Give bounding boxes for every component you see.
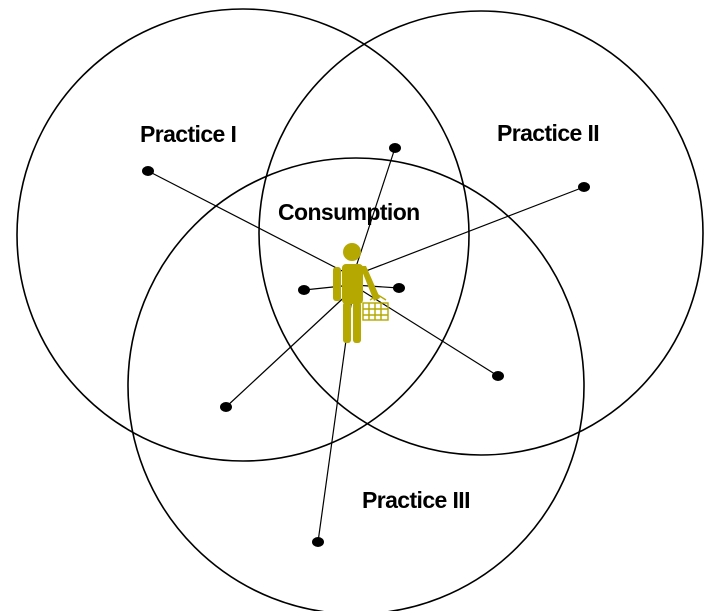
label-practice-1: Practice I (140, 121, 236, 147)
shopper-right-arm (360, 266, 380, 301)
node-bottom (312, 537, 324, 547)
shopper-left-leg (343, 302, 351, 343)
spoke-upper-right (352, 186, 585, 277)
node-upper-left (142, 166, 154, 176)
node-top (389, 143, 401, 153)
shopper-right-leg (353, 302, 361, 343)
practice-1-circle (16, 8, 470, 462)
shopper-torso (342, 264, 363, 304)
spoke-upper-left (147, 170, 353, 277)
node-upper-right (578, 182, 590, 192)
node-lower-left (220, 402, 232, 412)
label-practice-2: Practice II (497, 120, 599, 146)
basket-icon (362, 294, 389, 321)
nodes (142, 143, 590, 547)
practice-3-circle (127, 157, 585, 611)
label-practice-3: Practice III (362, 487, 470, 513)
spokes (147, 147, 585, 543)
spoke-lower-left (225, 289, 353, 408)
practice-2-circle (258, 10, 704, 456)
node-right (393, 283, 405, 293)
shopper-left-arm (333, 267, 341, 301)
shopper-with-basket-icon (333, 243, 389, 343)
node-left (298, 285, 310, 295)
shopper-head (343, 243, 361, 261)
spoke-lower-right (352, 284, 499, 377)
node-lower-right (492, 371, 504, 381)
label-consumption: Consumption (278, 199, 420, 225)
